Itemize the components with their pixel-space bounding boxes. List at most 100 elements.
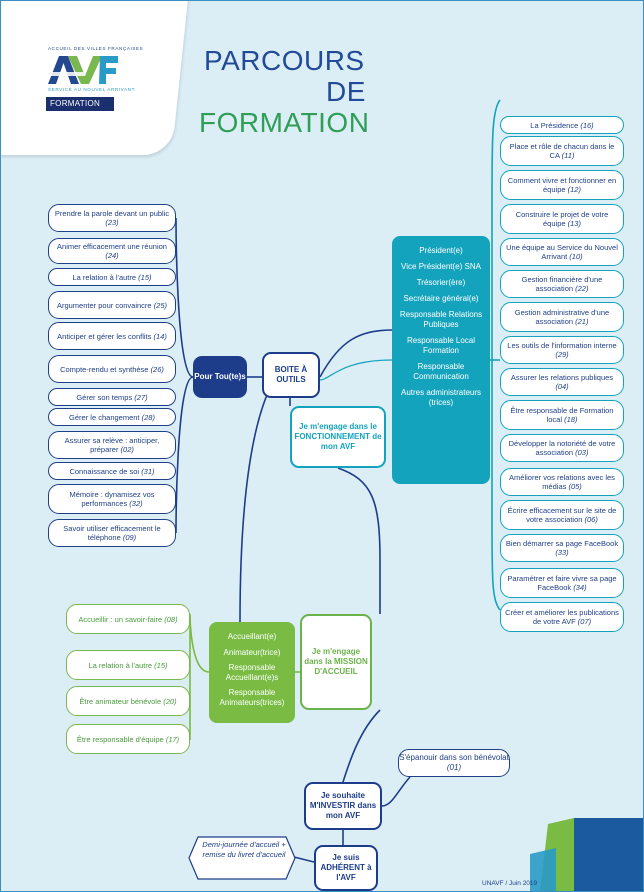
- right-skill-item: Être responsable de Formation local (18): [500, 400, 624, 430]
- role-label: Président(e): [419, 246, 463, 255]
- right-skill-item: Créer et améliorer les publications de v…: [500, 602, 624, 632]
- left-skill-item-text: Mémoire : dynamisez vos performances: [69, 490, 155, 508]
- left-skill-item-number: (28): [141, 412, 155, 422]
- green-skill-item-text: La relation à l'autre: [88, 660, 153, 670]
- epanouir-pill: S'épanouir dans son bénévolat (01): [398, 749, 510, 777]
- left-skill-item-text: Compte-rendu et synthèse: [60, 364, 149, 374]
- left-skill-item-text: Animer efficacement une réunion: [57, 242, 167, 251]
- green-skill-item-text: Accueillir : un savoir-faire: [78, 614, 163, 624]
- green-skill-item-number: (08): [164, 614, 178, 624]
- right-skill-item: Construire le projet de votre équipe (13…: [500, 204, 624, 234]
- adherent-node: Je suis ADHÉRENT à l'AVF: [314, 845, 378, 891]
- left-skill-item-text: La relation à l'autre: [72, 272, 137, 282]
- boite-a-outils-node: BOITE À OUTILS: [262, 352, 320, 398]
- accueil-roles-box: Accueillant(e)Animateur(trice)Responsabl…: [209, 622, 295, 723]
- role-label: Autres administrateurs (trices): [400, 388, 482, 407]
- green-skill-item-text: Être animateur bénévole: [79, 696, 162, 706]
- right-skill-item-text: Construire le projet de votre équipe: [515, 210, 609, 228]
- green-skill-item-number: (20): [163, 696, 177, 706]
- left-skill-item-number: (02): [120, 445, 134, 454]
- right-skill-item-number: (07): [577, 617, 592, 626]
- left-skill-item-number: (26): [150, 364, 164, 374]
- left-skill-item: Assurer sa relève : anticiper, préparer …: [48, 431, 176, 459]
- avf-logo-icon: [46, 54, 120, 86]
- left-skill-item-number: (25): [153, 300, 168, 310]
- left-skill-item: Gérer le changement (28): [48, 408, 176, 426]
- right-skill-item-number: (29): [555, 350, 569, 359]
- role-label: Responsable Local Formation: [406, 336, 476, 355]
- right-skill-item-number: (03): [575, 448, 589, 457]
- right-skill-item: Une équipe au Service du Nouvel Arrivant…: [500, 238, 624, 266]
- right-skill-item-text: Comment vivre et fonctionner en équipe: [507, 176, 617, 194]
- formation-tag: FORMATION: [46, 97, 114, 111]
- title-line-3: FORMATION: [199, 107, 370, 138]
- right-skill-item: Améliorer vos relations avec les médias …: [500, 468, 624, 496]
- demi-journee-text: Demi-journée d'accueil + remise du livre…: [202, 840, 286, 859]
- left-skill-item-text: Connaissance de soi: [69, 466, 140, 476]
- right-skill-item: Les outils de l'information interne (29): [500, 336, 624, 364]
- right-skill-item-number: (05): [568, 482, 582, 491]
- role-label: Trésorier(ère): [416, 278, 466, 287]
- green-skill-item: Être responsable d'équipe (17): [66, 724, 190, 754]
- left-skill-item: Compte-rendu et synthèse (26): [48, 355, 176, 383]
- right-skill-item-number: (22): [575, 284, 589, 293]
- right-skill-item-number: (11): [561, 151, 575, 160]
- accueil-role-label: Responsable Accueillant(e)s: [225, 663, 279, 682]
- title-line-1: PARCOURS: [204, 45, 365, 76]
- left-skill-item-text: Assurer sa relève : anticiper, préparer: [64, 436, 160, 454]
- right-skill-item-number: (33): [555, 548, 569, 557]
- right-skill-item: La Présidence (16): [500, 116, 624, 134]
- right-skill-item-number: (21): [575, 317, 589, 326]
- green-skill-item: La relation à l'autre (15): [66, 650, 190, 680]
- epanouir-text: S'épanouir dans son bénévolat: [399, 753, 509, 762]
- accueil-role-label: Responsable Animateurs(trices): [219, 688, 285, 707]
- right-skill-item-text: Gestion financière d'une association: [521, 275, 603, 293]
- right-skill-item-text: Être responsable de Formation local: [510, 406, 614, 424]
- role-label: Vice Président(e) SNA: [401, 262, 481, 271]
- pour-toutes-node: Pour Tou(te)s: [193, 356, 247, 398]
- right-skill-item-number: (13): [567, 219, 581, 228]
- left-skill-item: Prendre la parole devant un public (23): [48, 204, 176, 232]
- left-skill-item: Anticiper et gérer les conflits (14): [48, 322, 176, 350]
- right-skill-item: Paramétrer et faire vivre sa page FaceBo…: [500, 568, 624, 598]
- right-skill-item: Gestion financière d'une association (22…: [500, 270, 624, 298]
- role-label: Responsable Communication: [413, 362, 469, 381]
- footer-corner-shape: [530, 818, 644, 892]
- left-skill-item-number: (31): [141, 466, 155, 476]
- right-skill-item-number: (16): [580, 120, 594, 130]
- left-skill-item-number: (14): [153, 331, 167, 341]
- right-skill-item: Comment vivre et fonctionner en équipe (…: [500, 170, 624, 200]
- left-skill-item: La relation à l'autre (15): [48, 268, 176, 286]
- left-skill-item-text: Gérer son temps: [76, 392, 133, 402]
- right-skill-item: Place et rôle de chacun dans le CA (11): [500, 136, 624, 166]
- right-skill-item-text: Gestion administrative d'une association: [514, 308, 610, 326]
- green-skill-item: Être animateur bénévole (20): [66, 686, 190, 716]
- green-skill-item-text: Être responsable d'équipe: [76, 734, 164, 744]
- demi-journee-shape: [188, 836, 296, 880]
- accueil-role-label: Animateur(trice): [223, 647, 281, 657]
- left-skill-item-number: (32): [129, 499, 143, 508]
- right-skill-item: Bien démarrer sa page FaceBook (33): [500, 534, 624, 562]
- investir-node: Je souhaite M'INVESTIR dans mon AVF: [304, 782, 382, 830]
- right-skill-item-text: Paramétrer et faire vivre sa page FaceBo…: [507, 574, 617, 592]
- right-skill-item-text: Écrire efficacement sur le site de votre…: [507, 506, 617, 524]
- right-skill-item-text: Bien démarrer sa page FaceBook: [505, 539, 619, 548]
- right-skill-item-number: (10): [569, 252, 583, 261]
- left-skill-item: Mémoire : dynamisez vos performances (32…: [48, 484, 176, 514]
- left-skill-item: Animer efficacement une réunion (24): [48, 238, 176, 264]
- right-skill-item-number: (18): [564, 415, 578, 424]
- green-skill-item: Accueillir : un savoir-faire (08): [66, 604, 190, 634]
- logo-bottom-text: SERVICE AU NOUVEL ARRIVANT: [48, 87, 135, 92]
- left-skill-item-number: (27): [134, 392, 148, 402]
- logo-top-text: ACCUEIL DES VILLES FRANÇAISES: [48, 46, 144, 51]
- left-skill-item: Connaissance de soi (31): [48, 462, 176, 480]
- left-skill-item: Savoir utiliser efficacement le téléphon…: [48, 519, 176, 547]
- right-skill-item-number: (12): [567, 185, 581, 194]
- left-skill-item-number: (24): [105, 251, 119, 260]
- right-skill-item: Gestion administrative d'une association…: [500, 302, 624, 332]
- right-skill-item: Assurer les relations publiques (04): [500, 368, 624, 396]
- right-skill-item-text: Une équipe au Service du Nouvel Arrivant: [506, 243, 618, 261]
- left-skill-item-text: Gérer le changement: [69, 412, 140, 422]
- right-skill-item-number: (34): [573, 583, 587, 592]
- left-skill-item-text: Savoir utiliser efficacement le téléphon…: [63, 524, 161, 542]
